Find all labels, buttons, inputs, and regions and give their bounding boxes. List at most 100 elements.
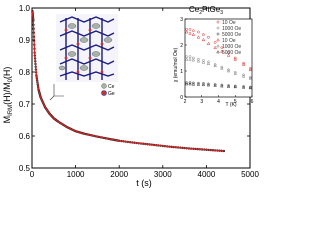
legend-label: 1000 Oe — [222, 26, 241, 32]
inset-data-point — [233, 71, 237, 75]
x-tick-label: 1000 — [67, 170, 85, 179]
inset-data-point — [191, 82, 196, 86]
inset-x-tick-label: 6 — [251, 99, 254, 105]
inset-x-tick-label: 5 — [234, 99, 237, 105]
inset-data-point — [213, 83, 217, 87]
inset-data-point — [202, 59, 205, 62]
inset-data-point — [233, 70, 237, 74]
inset-data-point — [233, 84, 237, 89]
inset-frame — [184, 18, 253, 98]
inset-data-point — [196, 35, 201, 39]
inset-data-point — [201, 37, 206, 42]
inset-data-point — [220, 84, 224, 88]
main-plot — [31, 7, 251, 169]
inset-data-point — [188, 28, 192, 31]
inset-data-point — [206, 61, 211, 65]
ge-legend-icon — [101, 90, 107, 96]
ce-atoms — [58, 23, 113, 71]
inset-data-point — [184, 57, 189, 61]
inset-data-point — [202, 82, 205, 85]
inset-data-point — [188, 31, 192, 35]
main-xlabel: t (s) — [136, 178, 152, 188]
legend-label: 10 Oe — [222, 20, 236, 26]
inset-data-point — [192, 29, 195, 33]
x-tick-label: 0 — [30, 170, 35, 179]
legend-marker — [216, 20, 220, 24]
inset-data-point — [188, 81, 192, 85]
ce-legend-label: Ce — [108, 84, 115, 90]
inset-data-point — [188, 82, 192, 86]
inset-data-point — [227, 68, 230, 72]
inset-data-point — [241, 62, 246, 66]
inset-data-point — [241, 85, 246, 89]
inset-data-point — [191, 58, 196, 62]
x-tick-label: 2000 — [110, 170, 128, 179]
inset-data-point — [220, 49, 224, 53]
y-tick-label: 0.8 — [19, 68, 31, 77]
inset-data-point — [197, 81, 200, 85]
fit-curve — [31, 11, 224, 152]
inset-x-tick-label: 3 — [200, 99, 203, 105]
inset-data-point — [188, 57, 192, 61]
y-tick-label: 0.5 — [19, 164, 31, 173]
inset-x-tick-label: 2 — [184, 99, 187, 105]
inset-data-point — [207, 35, 210, 39]
legend-marker — [216, 50, 220, 54]
inset-y-tick-label: 2 — [180, 43, 183, 49]
inset-data-point — [207, 60, 210, 64]
inset-x-tick-label: 4 — [217, 99, 220, 105]
inset-data-point — [185, 81, 189, 85]
legend-label: 5000 Oe — [222, 32, 241, 38]
inset-xlabel: T (K) — [225, 102, 236, 108]
x-tick-label: 4000 — [198, 170, 216, 179]
inset-data-point — [197, 30, 200, 34]
inset-data-point — [197, 57, 200, 61]
inset-plot — [184, 18, 253, 98]
inset-data-point — [213, 83, 217, 86]
inset-data-point — [226, 53, 231, 57]
inset-data-point — [227, 84, 230, 87]
inset-data-point — [220, 65, 224, 69]
legend-marker — [216, 26, 220, 30]
crystal-axes-icon — [49, 84, 64, 101]
inset-ylabel: χ (emu/mol Oe) — [173, 47, 179, 82]
inset-data-point — [184, 30, 189, 34]
legend-marker — [216, 44, 220, 48]
inset-data-point — [213, 45, 217, 49]
inset-data-point — [201, 60, 206, 64]
y-tick-label: 1.0 — [19, 4, 31, 13]
legend-marker — [216, 32, 220, 36]
y-tick-label: 0.7 — [19, 100, 31, 109]
inset-data-point — [220, 66, 224, 70]
inset-data-point — [213, 41, 217, 44]
y-tick-label: 0.6 — [19, 132, 31, 141]
inset-data-point — [206, 83, 211, 87]
inset-data-point — [196, 59, 201, 63]
inset-data-point — [248, 85, 253, 90]
legend-label: 10 Oe — [222, 38, 236, 44]
x-tick-label: 5000 — [241, 170, 259, 179]
inset-data-point — [226, 69, 231, 73]
y-tick-label: 0.9 — [19, 36, 31, 45]
crystal-lattice — [59, 16, 115, 80]
main-ylabel: MIRM(H)/M0(H) — [2, 67, 14, 124]
inset-data-point — [196, 82, 201, 86]
inset-data-point — [248, 76, 253, 80]
inset-data-point — [220, 83, 224, 87]
inset-data-point — [226, 84, 231, 88]
ce-legend-icon — [101, 83, 107, 89]
inset-data-point — [233, 56, 237, 60]
inset-y-tick-label: 1 — [180, 69, 183, 75]
inset-data-point — [191, 32, 196, 36]
legend-label: 1000 Oe — [222, 44, 241, 50]
inset-data-point — [213, 63, 217, 68]
inset-data-point — [213, 63, 217, 66]
inset-data-point — [220, 46, 224, 49]
inset-data-point — [241, 74, 246, 78]
inset-y-tick-label: 0 — [180, 95, 183, 101]
